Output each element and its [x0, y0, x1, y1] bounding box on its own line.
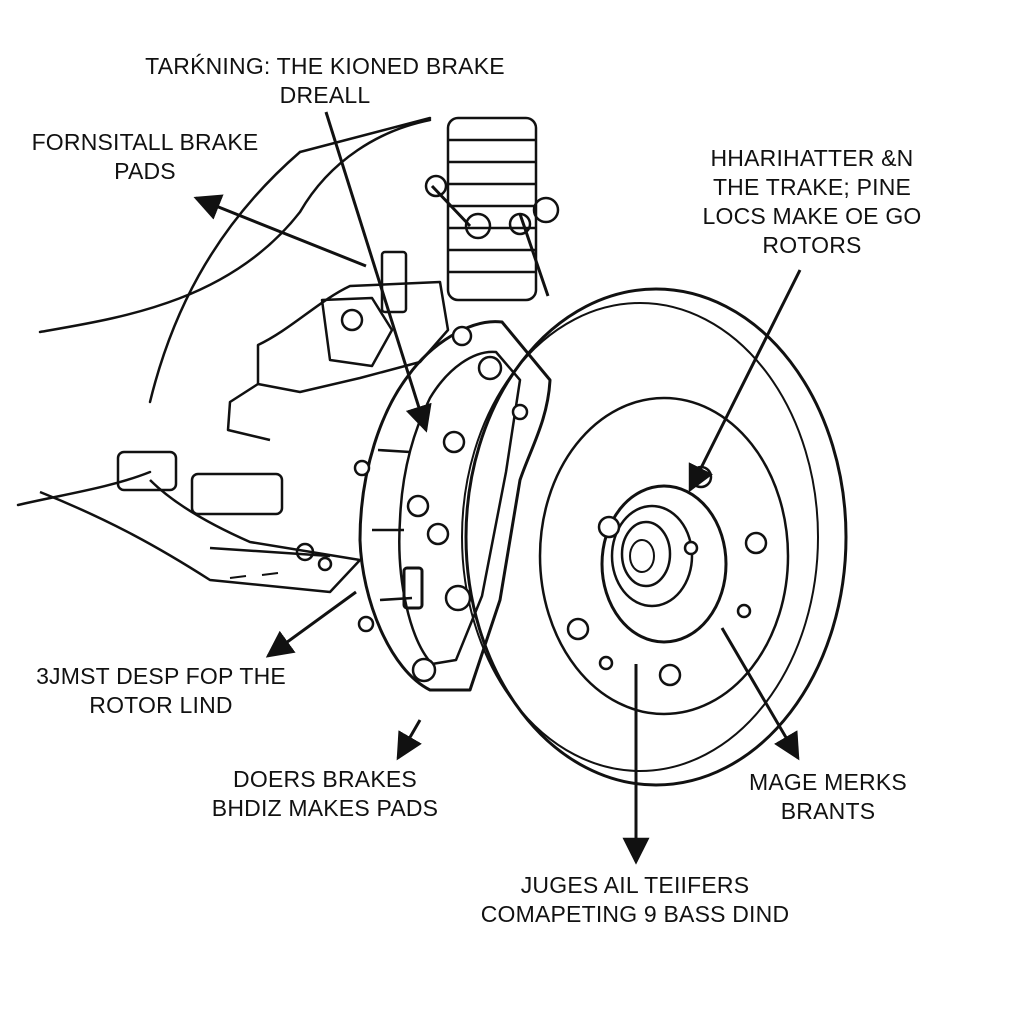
callout-top: TARḰNING: THE KIONED BRAKE DREALL [80, 52, 570, 110]
callout-merks: MAGE MERKS BRANTS [718, 768, 938, 826]
callout-rotor-lind: 3JMST DESP FOP THE ROTOR LIND [6, 662, 316, 720]
callout-merks-line1: MAGE MERKS [749, 769, 907, 795]
callout-rotors-line2: THE TRAKE; PINE [712, 174, 912, 200]
callout-merks-line2: BRANTS [780, 798, 876, 824]
fender-outline [16, 116, 432, 507]
callout-brakes: DOERS BRAKES BHDIZ MAKES PADS [180, 765, 470, 823]
callout-rotors: HHARIHATTER &N THE TRAKE; PINE LOCS MAKE… [672, 144, 952, 260]
callout-brakes-line2: BHDIZ MAKES PADS [211, 795, 439, 821]
callout-rotors-line1: HHARIHATTER &N [710, 145, 914, 171]
callout-bottom-line2: COMAPETING 9 BASS DIND [480, 901, 790, 927]
arrow-pads-callout [193, 194, 367, 268]
arrow-rotor-lind-callout [265, 590, 357, 658]
arrow-merks-callout [720, 627, 800, 761]
callout-brake-pads: FORNSITALL BRAKE PADS [10, 128, 280, 186]
control-arm [39, 450, 362, 594]
callout-rotors-line4: ROTORS [762, 232, 862, 258]
coil-spring [424, 116, 560, 302]
callout-brake-pads-line2: PADS [114, 158, 176, 184]
brake-caliper [358, 320, 552, 692]
arrow-rotors-callout [688, 269, 802, 493]
brake-rotor [461, 287, 848, 787]
callout-rotors-line3: LOCS MAKE OE GO [702, 203, 922, 229]
callout-top-line1: TARḰNING: THE KIONED BRAKE [145, 53, 505, 79]
callout-bottom-line1: JUGES AIL TEIIFERS [520, 872, 750, 898]
callout-top-line2: DREALL [279, 82, 371, 108]
callout-rotor-lind-line2: ROTOR LIND [89, 692, 233, 718]
callout-brake-pads-line1: FORNSITALL BRAKE [31, 129, 259, 155]
callout-brakes-line1: DOERS BRAKES [233, 766, 417, 792]
callout-rotor-lind-line1: 3JMST DESP FOP THE [36, 663, 286, 689]
callout-bottom: JUGES AIL TEIIFERS COMAPETING 9 BASS DIN… [420, 871, 850, 929]
arrow-top-callout [324, 111, 432, 433]
steering-knuckle [226, 250, 450, 442]
arrow-brakes-callout [396, 719, 422, 761]
caliper-bolts [353, 325, 529, 683]
leader-arrows [193, 111, 802, 865]
